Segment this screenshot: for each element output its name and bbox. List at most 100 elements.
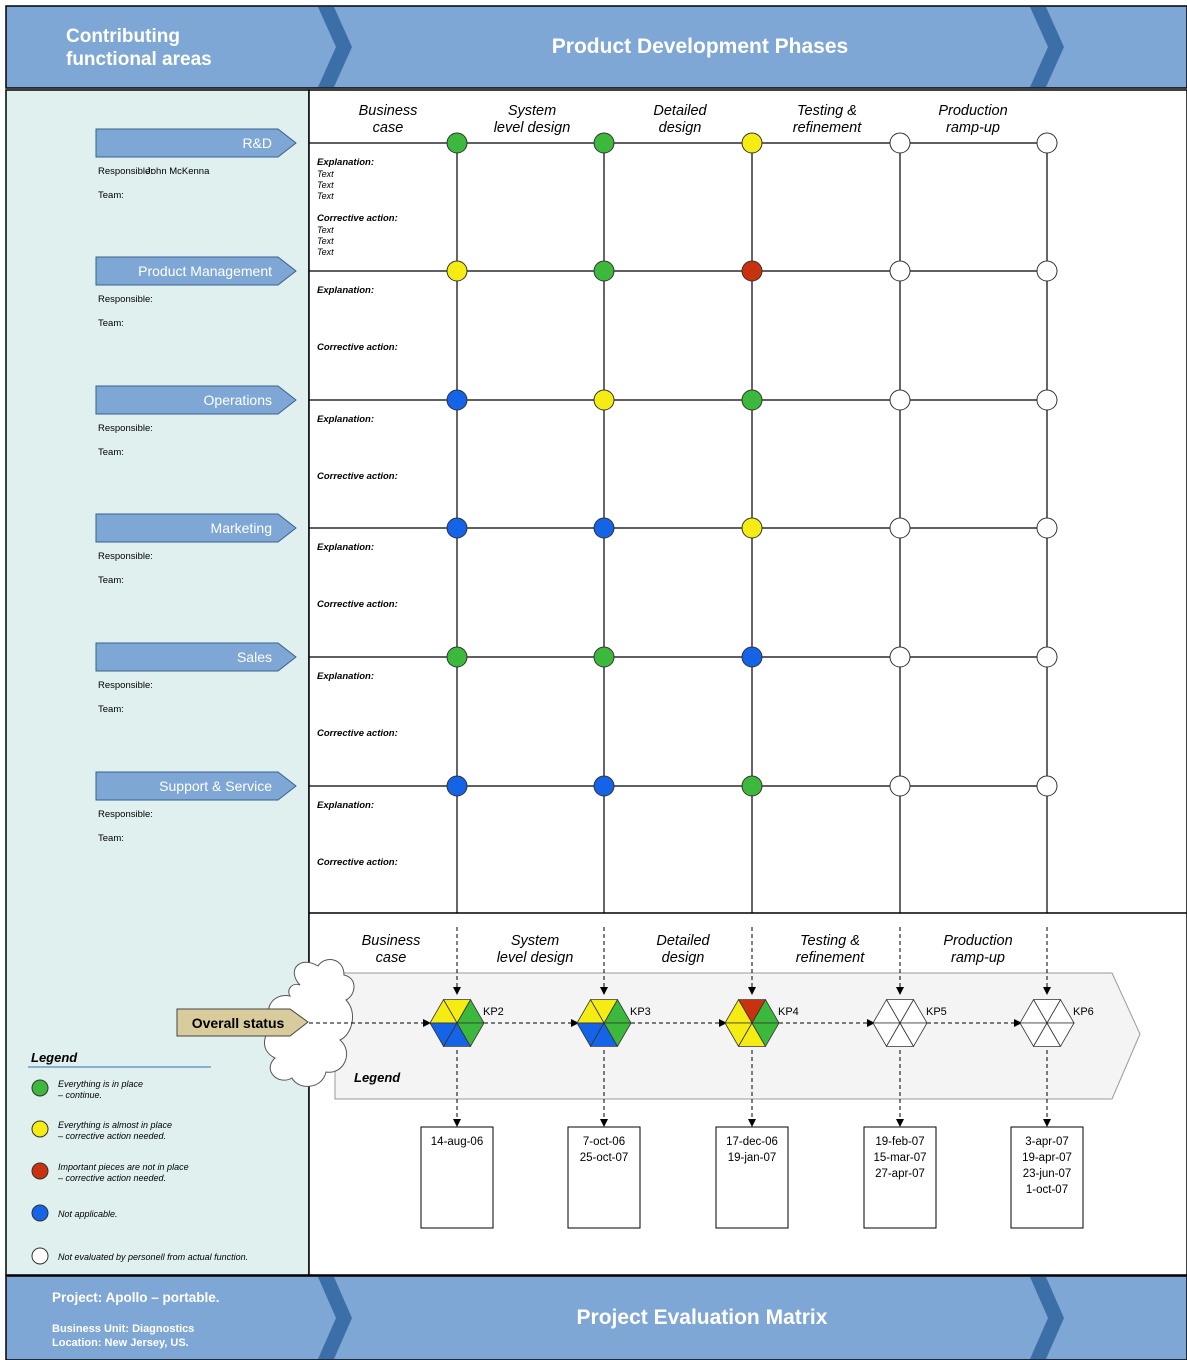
function-name: Marketing (211, 520, 272, 536)
status-dot-blue (446, 517, 468, 539)
key-point-hexagon[interactable] (724, 998, 780, 1048)
responsible-label: Responsible: (98, 680, 153, 691)
overall-phase-header-line2: ramp-up (951, 950, 1005, 966)
status-dot-yellow (741, 517, 763, 539)
legend-item-text: – corrective action needed. (57, 1173, 166, 1183)
hexagon-wedge-green (751, 1022, 780, 1048)
explanation-label: Explanation: (317, 285, 374, 296)
team-label: Team: (98, 447, 124, 458)
team-label: Team: (98, 833, 124, 844)
corrective-action-text: Text (317, 236, 334, 246)
key-point-label: KP6 (1073, 1006, 1094, 1018)
function-label-arrow[interactable] (95, 256, 297, 286)
key-point-hexagon[interactable] (429, 998, 485, 1048)
hexagon-wedge-green (603, 1022, 632, 1048)
legend-item-text: Not evaluated by personell from actual f… (58, 1252, 248, 1262)
function-label-arrow[interactable] (95, 771, 297, 801)
legend-item-text: Everything is in place (58, 1079, 143, 1089)
status-dot-yellow (446, 260, 468, 282)
status-dot-white (889, 389, 911, 411)
status-dot-white (889, 132, 911, 154)
function-label-arrow[interactable] (95, 385, 297, 415)
status-dot-white (889, 775, 911, 797)
overall-phase-header-line2: level design (497, 950, 574, 966)
footer-banner (5, 1275, 1187, 1360)
status-dot-white (1036, 517, 1058, 539)
overall-phase-header-line2: refinement (796, 950, 865, 966)
key-point-label: KP2 (483, 1006, 504, 1018)
hexagon-wedge-white (1046, 1022, 1075, 1048)
legend-item-text: Not applicable. (58, 1209, 118, 1219)
overall-phase-header-line1: Testing & (800, 933, 860, 949)
team-label: Team: (98, 318, 124, 329)
date-value: 17-dec-06 (726, 1136, 778, 1148)
date-value: 14-aug-06 (431, 1136, 483, 1148)
status-dot-green (446, 132, 468, 154)
phase-header-line1: Testing & (797, 103, 857, 119)
status-dot-green (741, 775, 763, 797)
function-label-arrow[interactable] (95, 642, 297, 672)
overall-legend-label: Legend (354, 1070, 401, 1085)
status-dot-blue (741, 646, 763, 668)
corrective-action-label: Corrective action: (317, 857, 398, 868)
footer-chevron-left (318, 1277, 352, 1359)
date-box (715, 1126, 789, 1229)
left-panel (5, 89, 310, 1276)
explanation-label: Explanation: (317, 414, 374, 425)
date-value: 27-apr-07 (875, 1168, 925, 1180)
explanation-label: Explanation: (317, 671, 374, 682)
function-name: R&D (242, 135, 272, 151)
function-name: Product Management (138, 263, 272, 279)
header-banner (5, 5, 1187, 89)
legend-swatch-blue (31, 1204, 49, 1222)
phase-header-line2: design (659, 120, 702, 136)
team-label: Team: (98, 575, 124, 586)
header-chevron-left (318, 7, 352, 87)
function-label-arrow[interactable] (95, 513, 297, 543)
key-point-hexagon[interactable] (872, 998, 928, 1048)
header-chevron-right (1030, 7, 1064, 87)
overall-status-label: Overall status (192, 1015, 285, 1031)
status-dot-white (889, 517, 911, 539)
legend-item-text: Important pieces are not in place (58, 1162, 189, 1172)
key-point-hexagon[interactable] (576, 998, 632, 1048)
header-left-title-line2: functional areas (66, 49, 212, 70)
date-value: 25-oct-07 (580, 1152, 629, 1164)
team-label: Team: (98, 190, 124, 201)
key-point-hexagon[interactable] (1019, 998, 1075, 1048)
date-value: 15-mar-07 (873, 1152, 926, 1164)
status-dot-white (1036, 775, 1058, 797)
function-label-arrow[interactable] (95, 128, 297, 158)
legend-item-text: – continue. (57, 1090, 102, 1100)
function-name: Support & Service (159, 778, 272, 794)
date-value: 19-feb-07 (875, 1136, 924, 1148)
function-row: MarketingResponsible:Team:Explanation:Co… (95, 513, 1058, 610)
explanation-text: Text (317, 169, 334, 179)
explanation-text: Text (317, 191, 334, 201)
phase-header-line2: case (373, 120, 404, 136)
status-dot-green (446, 646, 468, 668)
function-name: Sales (237, 649, 272, 665)
footer-chevron-right (1030, 1277, 1064, 1359)
responsible-person: John McKenna (146, 166, 210, 177)
phase-header-line1: System (508, 103, 556, 119)
status-dot-green (741, 389, 763, 411)
legend-swatch-yellow (31, 1120, 49, 1138)
key-point-label: KP4 (778, 1006, 799, 1018)
date-box (863, 1126, 937, 1229)
corrective-action-label: Corrective action: (317, 599, 398, 610)
responsible-label: Responsible: (98, 294, 153, 305)
status-dot-white (889, 646, 911, 668)
legend-swatch-red (31, 1162, 49, 1180)
date-value: 19-jan-07 (728, 1152, 777, 1164)
status-dot-green (593, 132, 615, 154)
overall-phase-header-line1: Production (943, 933, 1012, 949)
date-value: 7-oct-06 (583, 1136, 625, 1148)
corrective-action-label: Corrective action: (317, 213, 398, 224)
function-name: Operations (204, 392, 272, 408)
phase-header-line1: Detailed (653, 103, 707, 119)
status-dot-blue (446, 389, 468, 411)
